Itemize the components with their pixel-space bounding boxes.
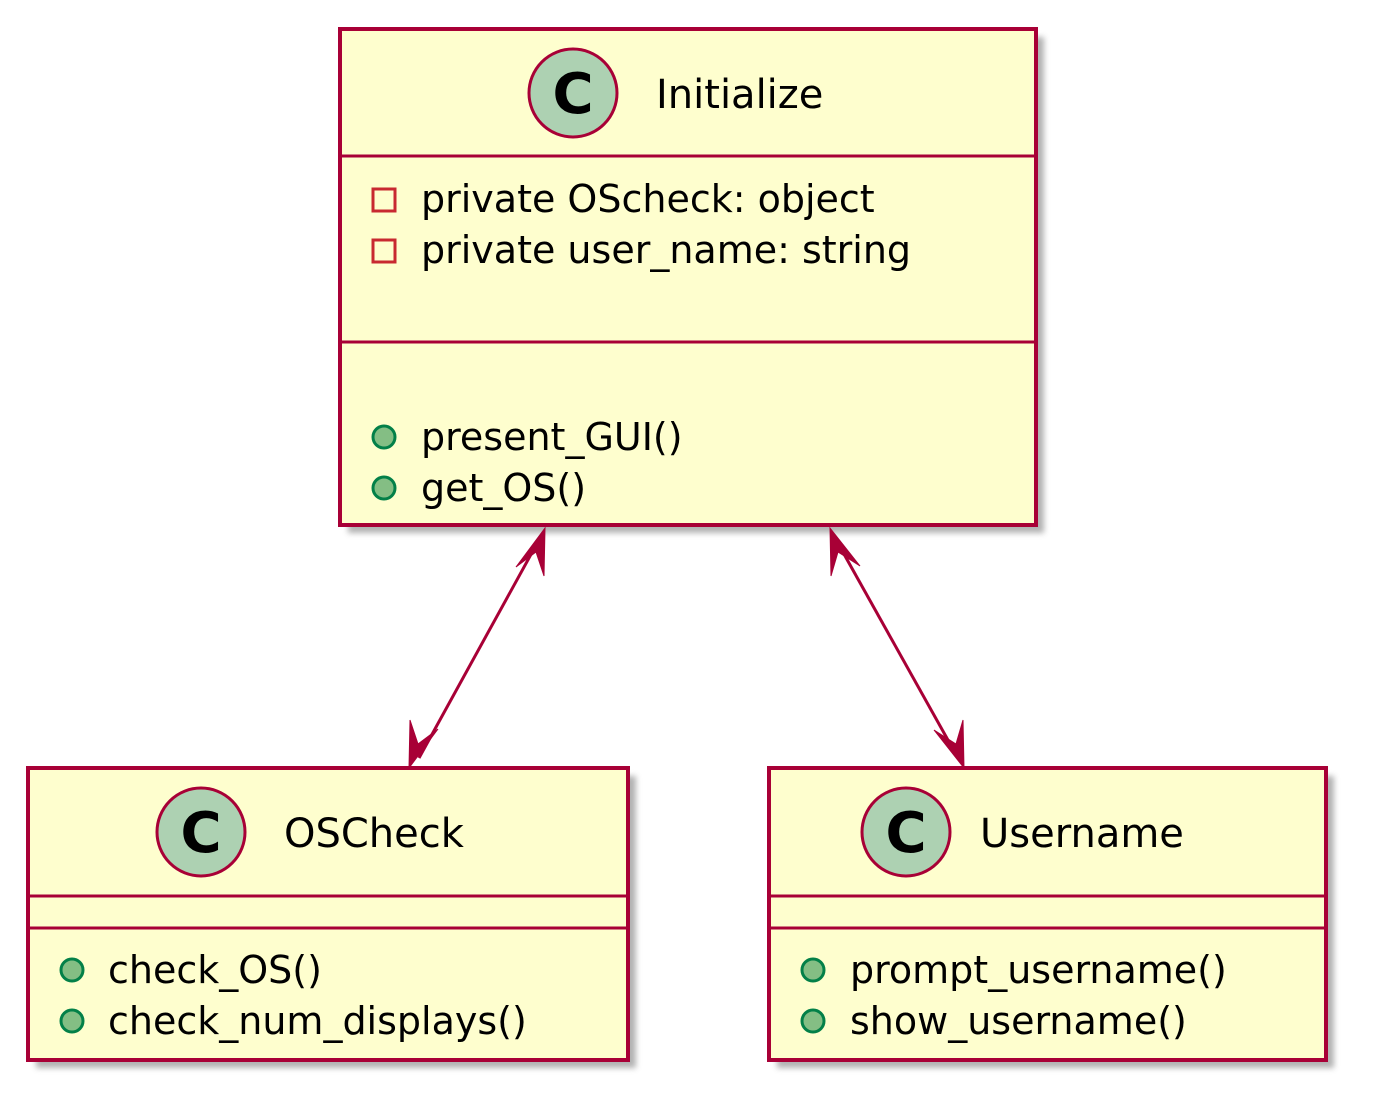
class-name: Username bbox=[980, 811, 1184, 857]
class-name: Initialize bbox=[656, 72, 823, 118]
public-visibility-icon bbox=[59, 957, 85, 983]
arrowhead-up-icon bbox=[829, 526, 861, 577]
class-badge-letter: C bbox=[180, 801, 221, 866]
method-row: check_OS() bbox=[59, 948, 322, 992]
arrowhead-down-icon bbox=[408, 719, 439, 770]
public-visibility-icon bbox=[800, 957, 826, 983]
association-initialize-oscheck[interactable] bbox=[408, 526, 546, 770]
attribute-row: private user_name: string bbox=[371, 228, 911, 272]
association-line bbox=[417, 537, 542, 759]
public-visibility-icon bbox=[371, 424, 397, 450]
method-row: show_username() bbox=[800, 999, 1187, 1043]
method-row: get_OS() bbox=[371, 466, 586, 510]
class-badge-icon: C bbox=[155, 786, 247, 878]
association-line bbox=[833, 537, 960, 759]
association-initialize-username[interactable] bbox=[829, 526, 965, 770]
method-row: present_GUI() bbox=[371, 415, 683, 459]
class-oscheck[interactable]: C OSCheck check_OS() check_num_displays(… bbox=[26, 766, 636, 1068]
class-badge-letter: C bbox=[885, 801, 926, 866]
attribute-row: private OScheck: object bbox=[371, 177, 875, 221]
public-visibility-icon bbox=[371, 475, 397, 501]
private-visibility-icon bbox=[371, 187, 397, 213]
class-initialize-box bbox=[338, 27, 1038, 527]
class-name: OSCheck bbox=[284, 811, 465, 857]
class-username[interactable]: C Username prompt_username() show_userna… bbox=[767, 766, 1334, 1068]
method-text: prompt_username() bbox=[850, 948, 1227, 992]
method-text: check_OS() bbox=[108, 948, 322, 992]
class-username-box bbox=[767, 766, 1328, 1062]
class-initialize[interactable]: C Initialize private OScheck: object pri… bbox=[338, 27, 1044, 533]
class-oscheck-box bbox=[26, 766, 630, 1062]
class-badge-icon: C bbox=[860, 786, 952, 878]
method-text: present_GUI() bbox=[421, 415, 683, 459]
arrowhead-down-icon bbox=[933, 719, 965, 770]
class-badge-letter: C bbox=[552, 62, 593, 127]
method-text: check_num_displays() bbox=[108, 999, 527, 1043]
arrowhead-up-icon bbox=[515, 526, 546, 577]
attribute-text: private OScheck: object bbox=[421, 177, 875, 221]
class-badge-icon: C bbox=[527, 47, 619, 139]
public-visibility-icon bbox=[59, 1008, 85, 1034]
method-row: prompt_username() bbox=[800, 948, 1227, 992]
method-text: show_username() bbox=[850, 999, 1187, 1043]
public-visibility-icon bbox=[800, 1008, 826, 1034]
attribute-text: private user_name: string bbox=[421, 228, 911, 272]
method-text: get_OS() bbox=[421, 466, 586, 510]
method-row: check_num_displays() bbox=[59, 999, 527, 1043]
private-visibility-icon bbox=[371, 238, 397, 264]
